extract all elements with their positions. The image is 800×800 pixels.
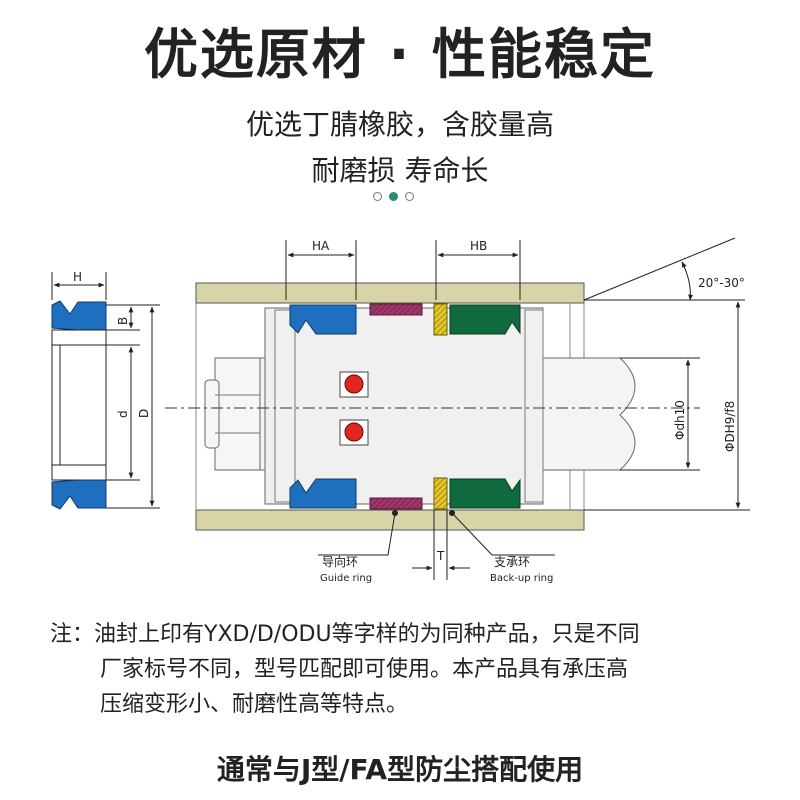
guide-ring-top [369,303,423,316]
piston-nut [214,357,261,471]
carousel-dot-active[interactable] [389,192,398,201]
guide-ring-label: 导向环 [322,554,358,569]
dim-hb-label: HB [470,239,487,253]
note-line-1: 注：油封上印有YXD/D/ODU等字样的为同种产品，只是不同 [50,622,640,647]
dim-b-label: B [116,317,130,325]
seal-blue-bottom [289,478,357,509]
o-ring-top [344,374,364,394]
dim-D-label: D [137,409,151,418]
seal-blue-top [289,304,357,335]
dim-t-label: T [436,549,445,563]
guide-ring-label-en: Guide ring [320,573,372,584]
piston-body [264,307,544,505]
backup-ring-label: 支承环 [494,555,530,569]
note-line-3: 压缩变形小、耐磨性高等特点。 [100,692,409,717]
backup-ring-bottom [433,477,448,510]
backup-ring-label-en: Back-up ring [490,573,553,584]
carousel-indicator [373,192,414,201]
dim-d-label: d [116,410,130,418]
cylinder-wall-bottom [195,509,585,531]
subtitle-durability: 耐磨损 寿命长 [311,154,489,187]
usage-footer: 通常与J型/FA型防尘搭配使用 [216,753,584,786]
assembly-view: HA HB 20°-30° Φdh10 ΦDH9/f8 T 导向环 Guide [165,237,750,584]
dim-angle-label: 20°-30° [698,276,745,290]
dim-ha-label: HA [312,239,330,253]
seal-lip-top [51,300,107,331]
seal-green-top [449,304,521,335]
guide-ring-bottom [369,497,423,510]
carousel-dot[interactable] [405,192,414,201]
seal-lip-bottom [51,479,107,510]
cylinder-wall-top [195,282,585,304]
backup-ring-top [433,303,448,336]
carousel-dot[interactable] [373,192,382,201]
dim-dh9-label: ΦDH9/f8 [723,401,737,452]
page-title: 优选原材 · 性能稳定 [143,23,657,86]
dim-dh10-label: Φdh10 [673,400,687,440]
subtitle-material: 优选丁腈橡胶，含胶量高 [245,108,554,141]
note-line-2: 厂家标号不同，型号匹配即可使用。本产品具有承压高 [100,657,629,682]
seal-green-bottom [449,478,521,509]
dim-h-label: H [73,270,82,284]
seal-profile-view: H B d D [51,270,160,510]
o-ring-bottom [344,422,364,442]
product-note: 注：油封上印有YXD/D/ODU等字样的为同种产品，只是不同 厂家标号不同，型号… [50,617,770,722]
